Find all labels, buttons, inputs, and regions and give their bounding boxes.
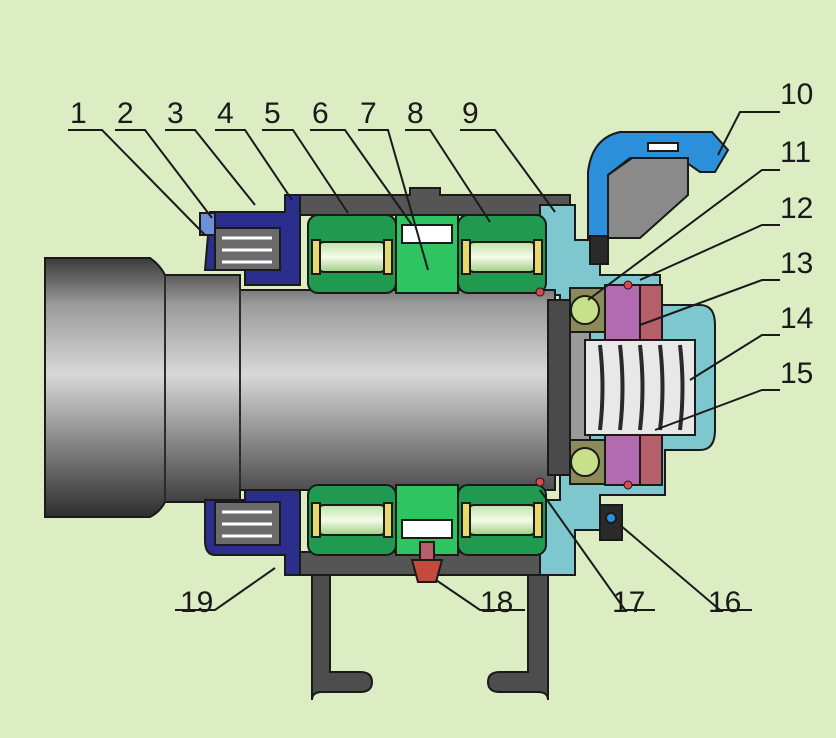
labyrinth-seal-bottom — [204, 489, 301, 576]
callout-16: 16 — [708, 586, 741, 619]
callout-lines — [68, 111, 780, 611]
callout-15: 15 — [780, 357, 813, 390]
callout-labels: 1 2 3 4 5 6 7 8 9 10 11 12 13 14 15 16 1… — [70, 78, 813, 619]
bearing-top — [307, 214, 547, 294]
callout-3: 3 — [167, 97, 184, 130]
drain-plug — [599, 504, 623, 541]
seal-rings — [535, 280, 633, 490]
callout-19: 19 — [180, 586, 213, 619]
callout-18: 18 — [480, 586, 513, 619]
bracket — [587, 131, 730, 265]
callout-14: 14 — [780, 302, 813, 335]
callout-2: 2 — [117, 97, 134, 130]
callout-5: 5 — [264, 97, 281, 130]
axle-shaft — [44, 257, 556, 518]
callout-10: 10 — [780, 78, 813, 111]
grease-nipple — [410, 541, 444, 583]
callout-11: 11 — [780, 136, 811, 169]
callout-17: 17 — [612, 586, 645, 619]
callout-13: 13 — [780, 247, 813, 280]
callout-6: 6 — [312, 97, 329, 130]
callout-12: 12 — [780, 192, 813, 225]
callout-4: 4 — [217, 97, 234, 130]
callout-9: 9 — [462, 97, 479, 130]
coil-spring — [598, 344, 685, 431]
callout-1: 1 — [70, 97, 87, 130]
bearing-bottom — [307, 484, 547, 556]
callout-7: 7 — [360, 97, 377, 130]
labyrinth-seal-top — [199, 194, 301, 286]
callout-8: 8 — [407, 97, 424, 130]
